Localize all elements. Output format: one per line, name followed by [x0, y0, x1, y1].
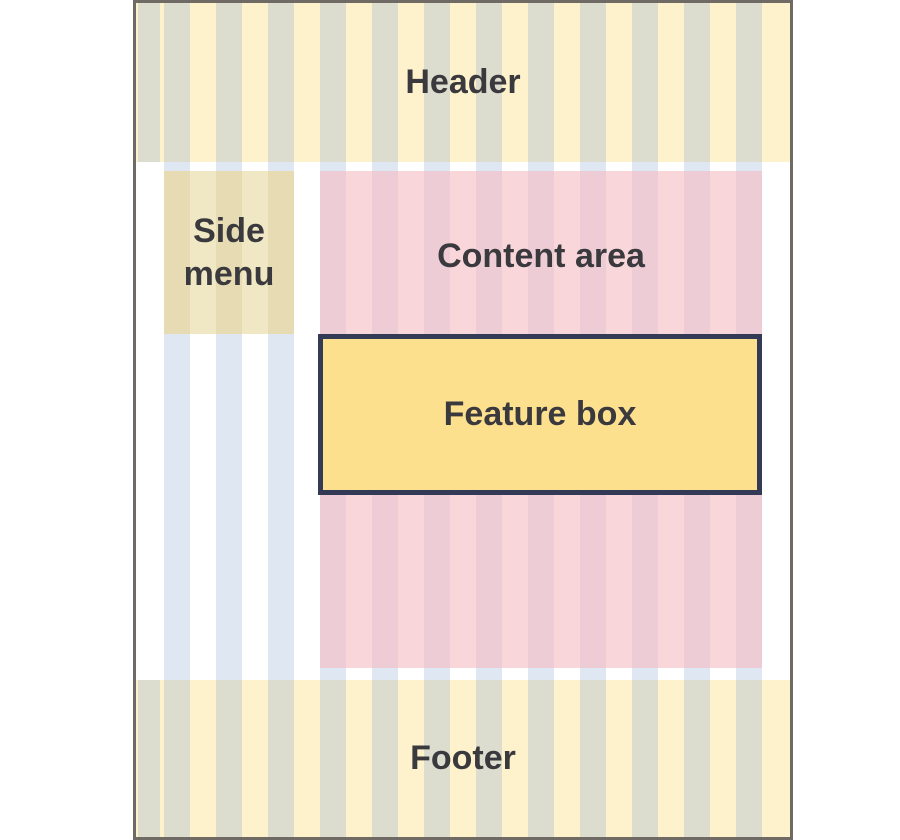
footer-label: Footer	[410, 739, 516, 778]
content-area-label: Content area	[437, 237, 645, 275]
side-menu-label: Side menu	[183, 212, 275, 293]
feature-box-block: Feature box	[318, 334, 762, 495]
header-block: Header	[136, 3, 790, 162]
feature-box-label: Feature box	[443, 395, 637, 434]
footer-block: Footer	[136, 680, 790, 837]
side-menu-block: Side menu	[164, 171, 294, 334]
page-layout-figure: Header Side menu Content area Feature bo…	[133, 0, 793, 840]
header-label: Header	[405, 63, 521, 102]
